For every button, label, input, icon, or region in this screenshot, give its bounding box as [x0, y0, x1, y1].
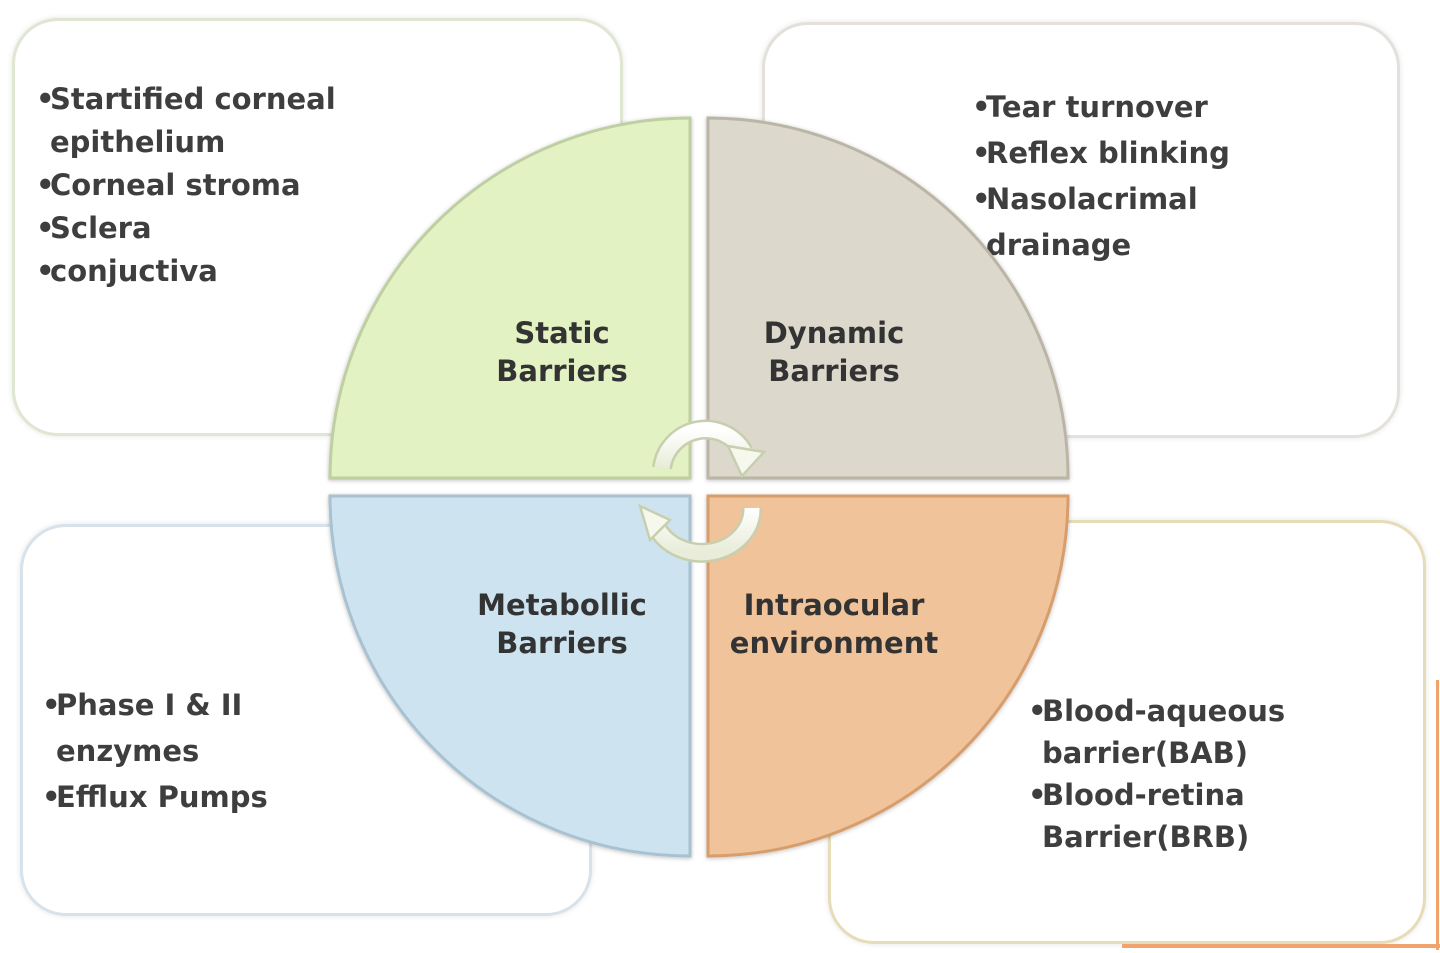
list-item: Reflex blinking [972, 130, 1352, 176]
list-item: Phase I & II enzymes [42, 682, 382, 774]
static-barriers-list: Startified corneal epithelium Corneal st… [36, 78, 336, 293]
metabolic-barriers-list: Phase I & II enzymes Efflux Pumps [42, 682, 382, 820]
list-item: Nasolacrimal drainage [972, 176, 1352, 268]
list-item: Efflux Pumps [42, 774, 382, 820]
list-item: Sclera [36, 207, 336, 250]
list-item: Blood-aqueous barrier(BAB) [1028, 690, 1288, 774]
intraocular-quadrant [706, 494, 1070, 858]
dynamic-quadrant [706, 116, 1070, 480]
accent-divider [1122, 944, 1440, 948]
static-quadrant [328, 116, 692, 480]
list-item: Blood-retina Barrier(BRB) [1028, 774, 1288, 858]
cycle-arrow-top-icon [652, 419, 767, 479]
dynamic-barriers-list: Tear turnover Reflex blinking Nasolacrim… [972, 84, 1352, 268]
accent-divider-vertical [1436, 680, 1439, 950]
intraocular-environment-list: Blood-aqueous barrier(BAB) Blood-retina … [1028, 690, 1288, 858]
metabolic-quadrant [328, 494, 692, 858]
list-item: Startified corneal epithelium [36, 78, 336, 164]
cycle-arrow-bottom-icon [638, 503, 763, 563]
list-item: Tear turnover [972, 84, 1352, 130]
list-item: Corneal stroma [36, 164, 336, 207]
list-item: conjuctiva [36, 250, 336, 293]
